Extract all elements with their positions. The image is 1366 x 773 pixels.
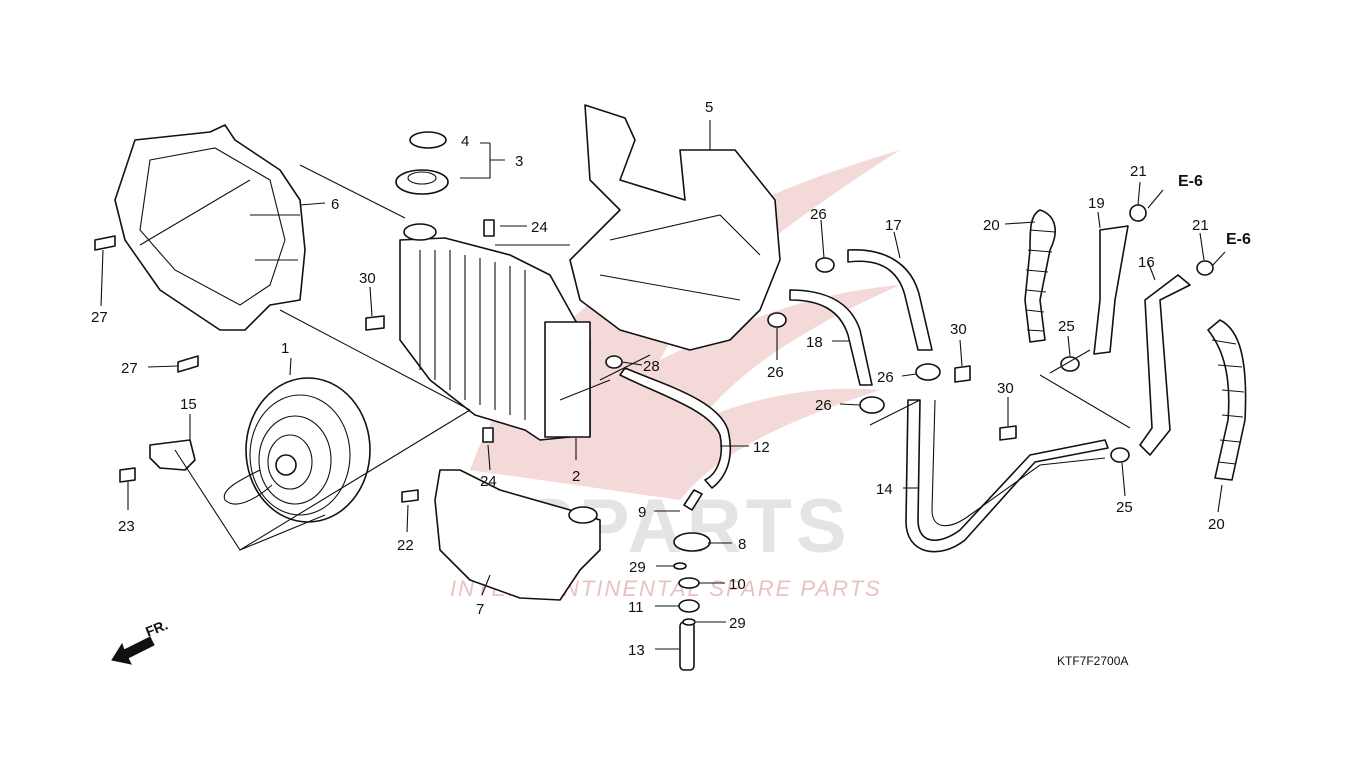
callout-26c: 26 — [877, 369, 894, 386]
part-24-nut-b — [482, 427, 494, 443]
callout-26a: 26 — [810, 206, 827, 223]
cross-references: E-6 E-6 — [1178, 173, 1251, 248]
callout-7: 7 — [476, 601, 484, 618]
part-14-pipe-second — [931, 399, 1106, 527]
callout-25a: 25 — [1058, 318, 1075, 335]
part-10-washer — [678, 577, 700, 589]
part-5-cover — [569, 104, 781, 351]
part-28-clip — [605, 355, 623, 369]
part-13-plug — [679, 621, 695, 671]
callout-27a: 27 — [91, 309, 108, 326]
part-25-clamp-b — [1110, 447, 1130, 463]
callout-30b: 30 — [950, 321, 967, 338]
part-6-shroud — [114, 124, 306, 331]
callout-4: 4 — [461, 133, 469, 150]
callout-21a: 21 — [1130, 163, 1147, 180]
callout-26d: 26 — [815, 397, 832, 414]
callout-29b: 29 — [729, 615, 746, 632]
part-25-clamp — [1060, 356, 1080, 372]
part-30-bolt-c — [999, 425, 1017, 441]
part-26-clamp-d — [859, 396, 885, 414]
part-29-clip — [673, 562, 687, 570]
callout-6: 6 — [331, 196, 339, 213]
callout-22: 22 — [397, 537, 414, 554]
part-7-reserve-tank — [434, 469, 601, 601]
assembly-guides — [139, 164, 1131, 551]
part-9-fitting — [683, 489, 703, 511]
part-30-bolt-b — [954, 365, 971, 383]
callout-10: 10 — [729, 576, 746, 593]
callout-30c: 30 — [997, 380, 1014, 397]
front-direction-indicator: FR. — [111, 616, 170, 665]
part-14-pipe — [905, 399, 1109, 553]
ref-e6-bottom: E-6 — [1226, 231, 1251, 248]
callout-13: 13 — [628, 642, 645, 659]
callout-24a: 24 — [531, 219, 548, 236]
callout-17: 17 — [885, 217, 902, 234]
callout-27b: 27 — [121, 360, 138, 377]
callout-19: 19 — [1088, 195, 1105, 212]
callouts: 1 2 3 4 5 6 7 8 9 10 11 12 13 14 15 16 1… — [91, 99, 1225, 659]
part-3-cap — [395, 169, 449, 195]
callout-9: 9 — [638, 504, 646, 521]
callout-24b: 24 — [480, 473, 497, 490]
callout-23: 23 — [118, 518, 135, 535]
part-16-hose — [1139, 274, 1191, 456]
part-27-screw-b — [177, 355, 199, 373]
callout-2: 2 — [572, 468, 580, 485]
part-11-washer — [678, 599, 700, 613]
part-21-clamp-b — [1196, 260, 1214, 276]
part-4-seal — [409, 131, 447, 149]
front-arrow-icon — [111, 636, 155, 665]
part-30-bolt — [365, 315, 385, 331]
callout-16: 16 — [1138, 254, 1155, 271]
part-21-clamp — [1129, 204, 1147, 222]
callout-12: 12 — [753, 439, 770, 456]
part-17-hose — [847, 249, 933, 351]
callout-28: 28 — [643, 358, 660, 375]
callout-1: 1 — [281, 340, 289, 357]
part-20-tubes — [1024, 209, 1247, 481]
callout-25b: 25 — [1116, 499, 1133, 516]
callout-3: 3 — [515, 153, 523, 170]
part-12-hose — [619, 367, 732, 489]
drain-parts — [673, 489, 711, 671]
part-15-bracket — [149, 439, 196, 471]
front-label: FR. — [143, 616, 170, 639]
part-24-nut — [483, 219, 495, 237]
callout-18: 18 — [806, 334, 823, 351]
part-26-clamp-c — [915, 363, 941, 381]
part-18-hose — [789, 289, 873, 386]
diagram-code: KTF7F2700A — [1057, 654, 1128, 668]
part-1-fan — [223, 377, 371, 523]
part-26-clamp-b — [767, 312, 787, 328]
callout-21b: 21 — [1192, 217, 1209, 234]
callout-20b: 20 — [1208, 516, 1225, 533]
callout-15: 15 — [180, 396, 197, 413]
callout-5: 5 — [705, 99, 713, 116]
callout-14: 14 — [876, 481, 893, 498]
part-23-bolt — [119, 467, 136, 483]
callout-30a: 30 — [359, 270, 376, 287]
callout-29a: 29 — [629, 559, 646, 576]
part-19-hose — [1093, 225, 1129, 355]
leader-lines — [100, 120, 1226, 650]
part-29-clip-b — [682, 618, 696, 626]
part-26-clamp — [815, 257, 835, 273]
callout-11: 11 — [628, 599, 644, 616]
ref-e6-top: E-6 — [1178, 173, 1203, 190]
callout-26b: 26 — [767, 364, 784, 381]
callout-8: 8 — [738, 536, 746, 553]
fasteners — [94, 204, 1214, 626]
part-27-screw — [94, 235, 116, 251]
part-2-radiator — [399, 223, 591, 441]
part-22-bolt — [401, 489, 419, 503]
part-8-holder — [673, 532, 711, 552]
callout-20a: 20 — [983, 217, 1000, 234]
